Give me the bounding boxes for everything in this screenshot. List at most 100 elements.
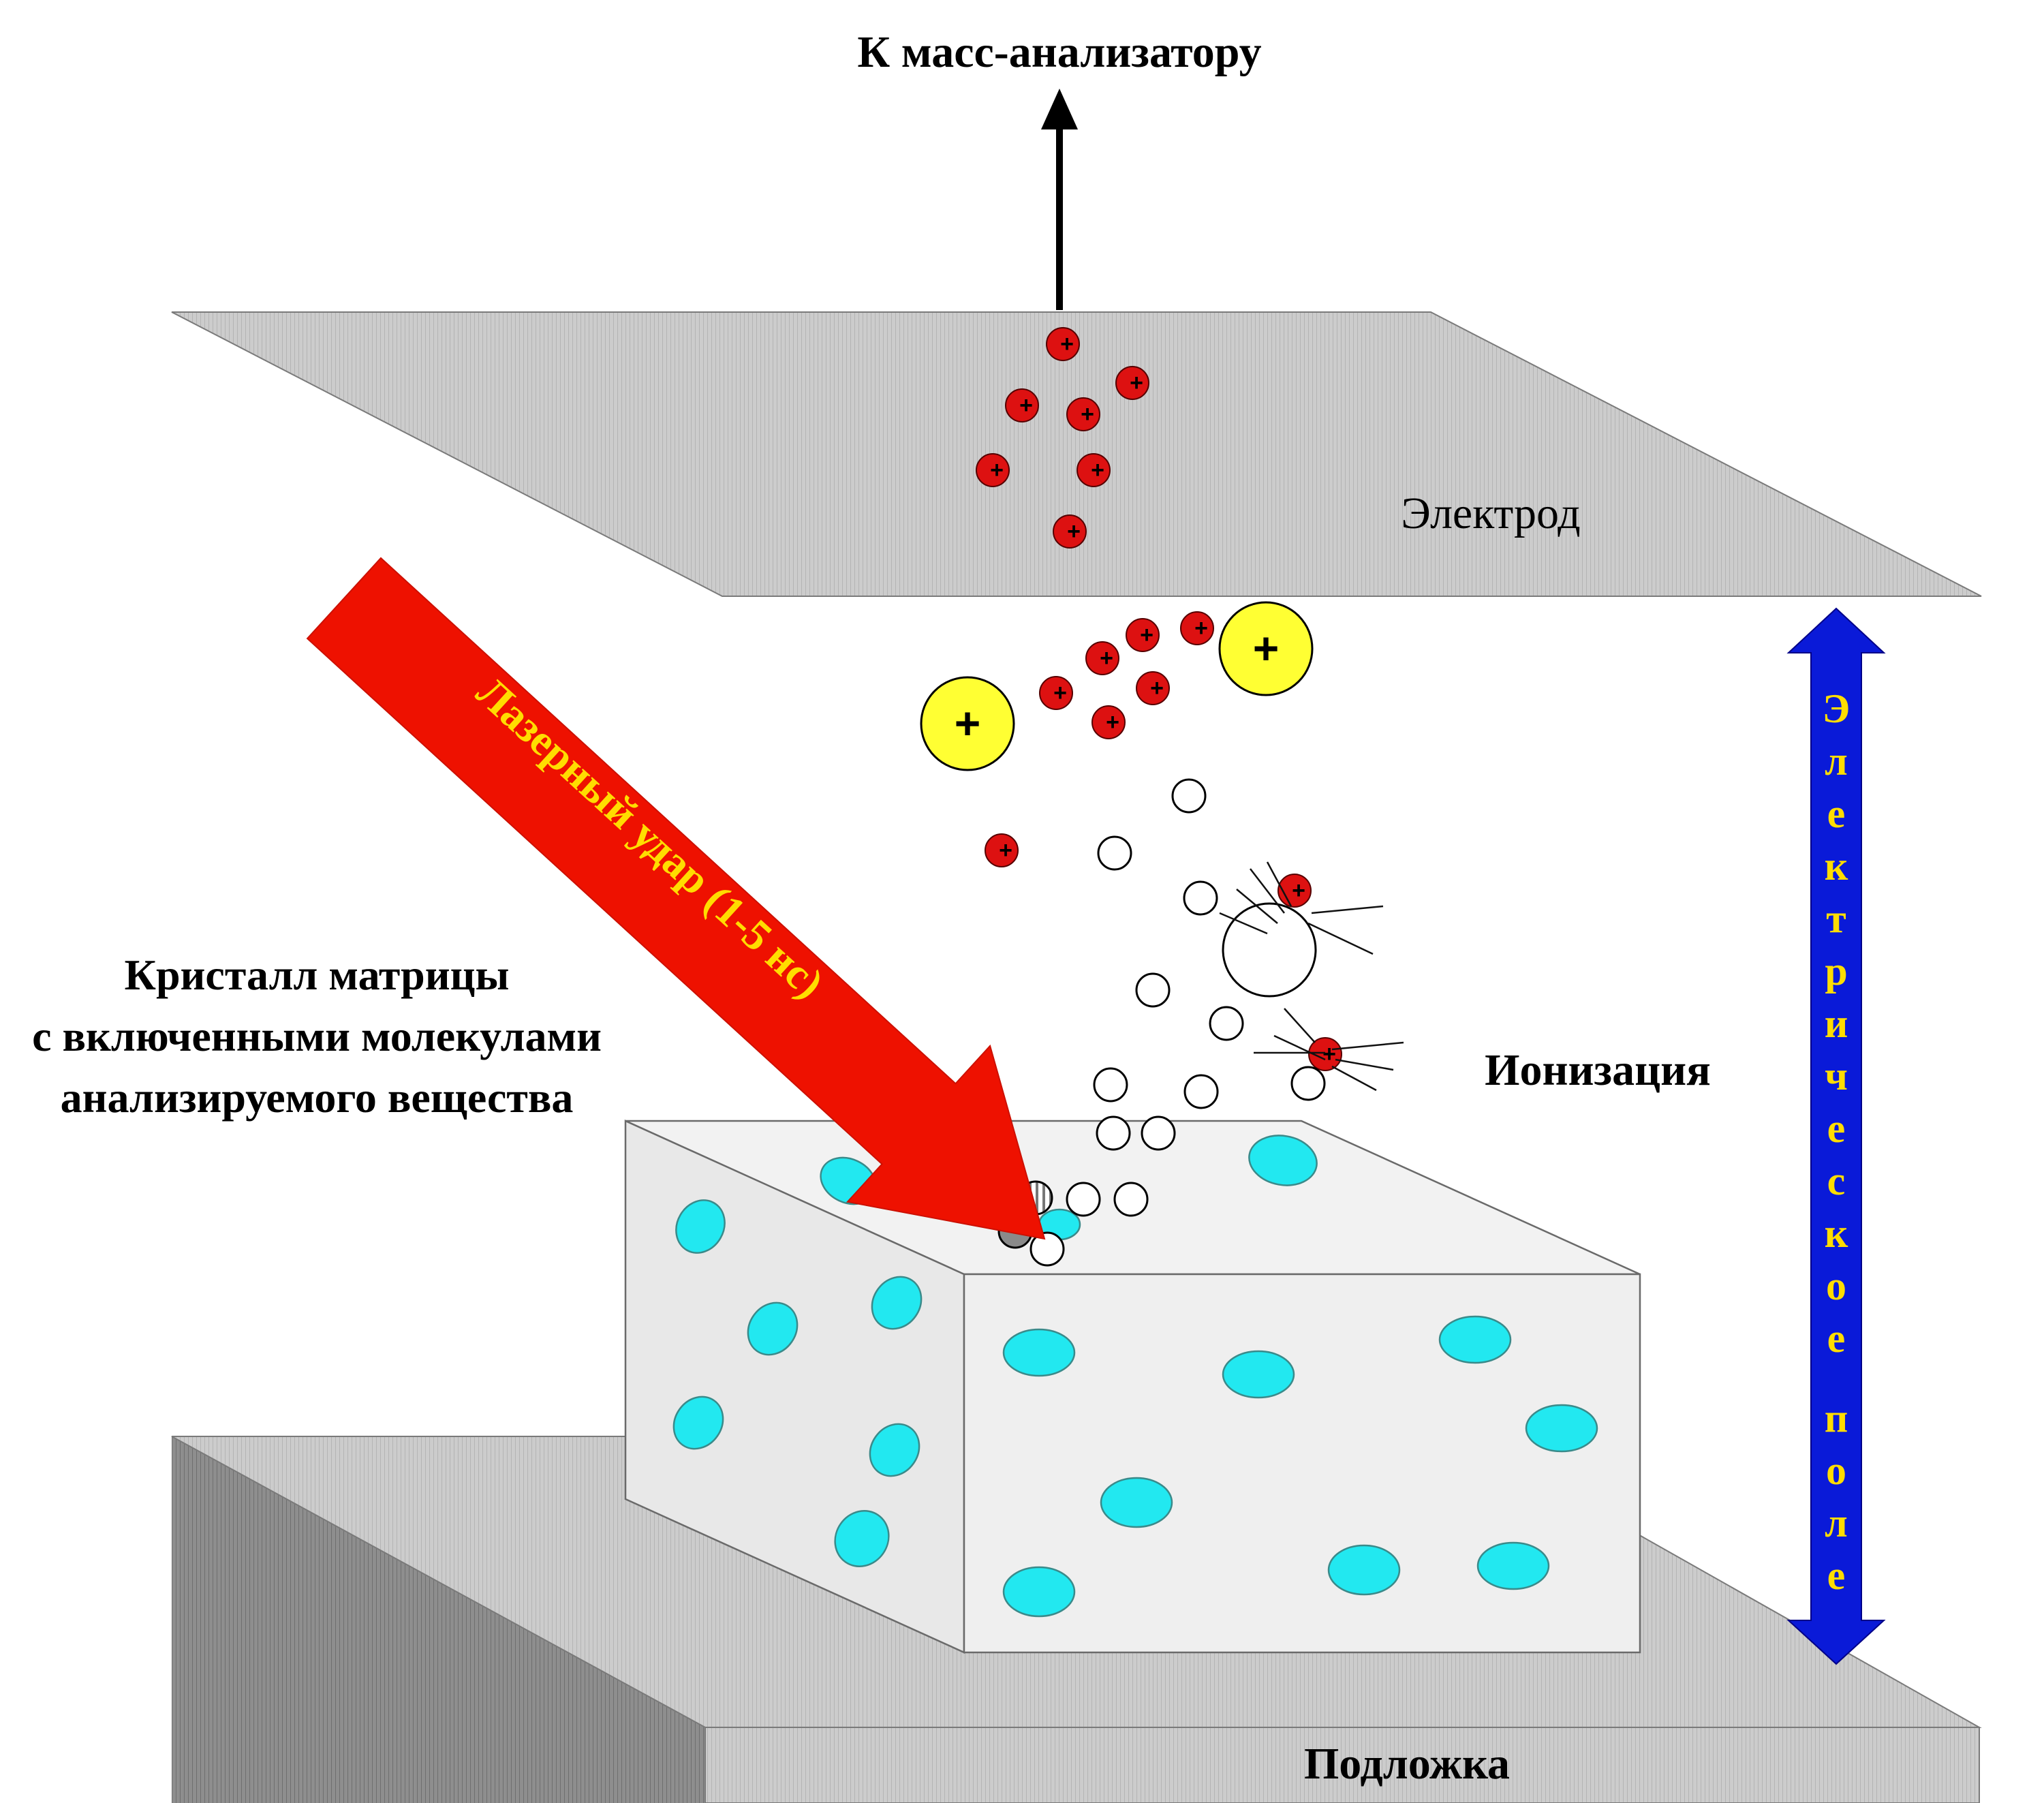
large-positive-ion: + <box>1218 601 1314 696</box>
field-label-letter: и <box>1825 1001 1848 1046</box>
particles: + + + + + + + + + + + + + + + + + + <box>920 327 1342 1267</box>
crystal-label-line3: анализируемого вещества <box>61 1073 574 1122</box>
positive-ion: + <box>1180 611 1214 645</box>
field-label-letter: ч <box>1825 1053 1848 1098</box>
field-label-letter: л <box>1825 1500 1848 1545</box>
substrate-front <box>704 1727 1980 1803</box>
neutral-molecule <box>1183 1074 1219 1109</box>
analyte-inclusion <box>675 1199 726 1254</box>
mass-analyzer-label: К масс-анализатору <box>857 27 1261 77</box>
ion-charge-symbol: + <box>1091 457 1104 483</box>
field-label-letter: о <box>1826 1263 1846 1308</box>
neutral-molecule <box>1096 1115 1131 1151</box>
analyte-inclusion <box>1100 1477 1173 1528</box>
substrate-left-side <box>172 1436 705 1803</box>
ion-charge-symbol: + <box>1140 622 1153 648</box>
crystal-label-line2: с включенными молекулами <box>32 1012 602 1060</box>
ion-charge-symbol: + <box>999 837 1012 863</box>
positive-ion: + <box>1091 705 1126 739</box>
ion-charge-symbol: + <box>1322 1041 1336 1067</box>
field-label-letter: е <box>1827 791 1846 836</box>
positive-ion: + <box>1136 671 1170 705</box>
neutral-molecule <box>1209 1006 1244 1041</box>
ion-charge-symbol: + <box>1106 709 1119 735</box>
positive-ion: + <box>1053 514 1087 549</box>
ion-charge-symbol: + <box>1053 680 1067 706</box>
neutral-molecule <box>1222 902 1317 998</box>
positive-ion: + <box>1115 366 1149 400</box>
neutral-molecule <box>1290 1066 1326 1101</box>
field-label-letter: п <box>1825 1396 1848 1440</box>
analyte-inclusion <box>869 1423 920 1477</box>
field-label-letter: р <box>1825 949 1847 993</box>
field-label-letter: л <box>1825 739 1848 784</box>
crystal-label-line1: Кристалл матрицы <box>125 951 510 999</box>
ion-charge-symbol: + <box>1130 370 1143 396</box>
ion-charge-symbol: + <box>990 457 1004 483</box>
neutral-molecule <box>1183 880 1218 916</box>
ion-charge-symbol: + <box>1292 878 1305 904</box>
ionization-label: Ионизация <box>1485 1045 1711 1095</box>
positive-ion: + <box>1308 1037 1342 1071</box>
fragmentation-lines <box>1219 861 1404 1092</box>
field-label-letter: о <box>1826 1448 1846 1493</box>
substrate-label: Подложка <box>1304 1739 1510 1789</box>
ion-charge-symbol: + <box>1194 615 1208 641</box>
analyte-inclusion <box>1327 1544 1401 1596</box>
laser-label: Лазерный удар (1-5 нс) <box>467 668 833 1008</box>
neutral-molecule <box>1141 1115 1176 1151</box>
ion-charge-symbol: + <box>1100 645 1113 671</box>
analyte-inclusion <box>1002 1566 1076 1618</box>
crystal-front-face <box>963 1273 1641 1654</box>
analyte-inclusion <box>1222 1350 1295 1399</box>
neutral-molecule <box>1066 1182 1101 1217</box>
field-label-letter: е <box>1827 1316 1846 1361</box>
ion-charge-symbol: + <box>1150 675 1164 701</box>
positive-ion: + <box>1085 641 1119 675</box>
positive-ion: + <box>1005 388 1039 422</box>
ion-charge-symbol: + <box>1019 392 1033 418</box>
ion-charge-symbol: + <box>1067 519 1081 544</box>
ion-charge-symbol: + <box>1081 401 1094 427</box>
field-label-letter: е <box>1827 1106 1846 1151</box>
ion-charge-symbol: + <box>955 698 981 748</box>
analyte-inclusion <box>1002 1328 1076 1377</box>
analyte-inclusion <box>672 1396 724 1450</box>
analyte-inclusion <box>747 1301 799 1356</box>
neutral-molecule <box>1113 1182 1149 1217</box>
neutral-molecule <box>1093 1067 1128 1103</box>
positive-ion: + <box>976 453 1010 487</box>
field-label-letter: с <box>1827 1158 1846 1203</box>
analyte-inclusion <box>1438 1315 1512 1364</box>
analyte-inclusion <box>1525 1404 1598 1453</box>
positive-ion: + <box>985 833 1019 867</box>
analyte-inclusion <box>871 1276 923 1330</box>
analyte-inclusion <box>834 1510 890 1567</box>
positive-ion: + <box>1126 618 1160 652</box>
positive-ion: + <box>1039 676 1073 710</box>
field-label-letter: к <box>1825 844 1848 889</box>
electrode-plate <box>171 311 1982 597</box>
field-label-letter: Э <box>1823 686 1851 731</box>
neutral-molecule <box>1171 778 1207 814</box>
field-label-letter: е <box>1827 1553 1846 1598</box>
neutral-molecule <box>1097 835 1132 871</box>
positive-ion: + <box>1066 397 1100 431</box>
to-mass-analyzer-arrow <box>1041 89 1078 310</box>
analyte-inclusions <box>672 1135 1598 1618</box>
field-label-letter: к <box>1825 1211 1848 1256</box>
ion-charge-symbol: + <box>1253 623 1280 673</box>
field-label-letter: т <box>1826 896 1846 941</box>
neutral-molecule <box>1135 972 1171 1008</box>
large-positive-ion: + <box>920 676 1015 771</box>
neutral-molecule <box>1029 1231 1065 1267</box>
positive-ion: + <box>1046 327 1080 361</box>
ion-charge-symbol: + <box>1060 331 1074 357</box>
analyte-inclusion <box>1248 1135 1318 1186</box>
electrode-label: Электрод <box>1401 489 1580 538</box>
positive-ion: + <box>1077 453 1111 487</box>
analyte-inclusion <box>1476 1541 1550 1590</box>
